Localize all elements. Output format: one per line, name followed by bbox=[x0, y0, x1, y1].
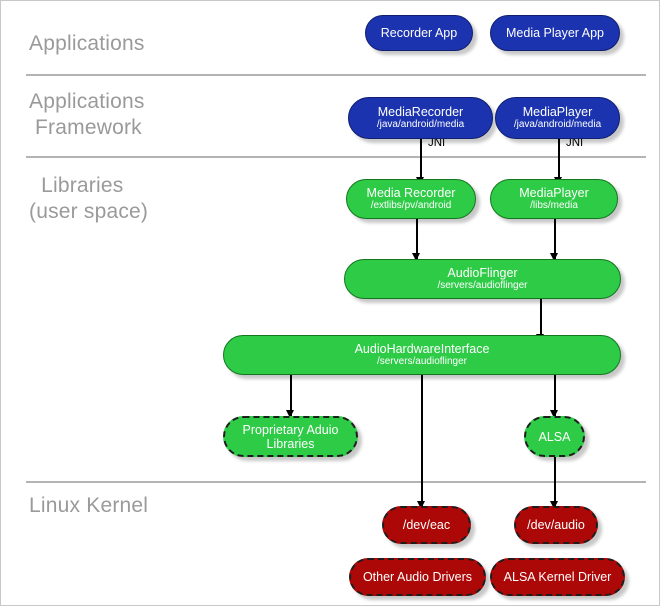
connector-label-jni-left: JNI bbox=[428, 137, 446, 149]
node-audioflinger-title: AudioFlinger bbox=[447, 266, 518, 280]
connector-ahi-dev-eac bbox=[421, 375, 423, 507]
node-mediaplayer-library[interactable]: MediaPlayer /libs/media bbox=[490, 179, 618, 219]
node-dev-eac-title: /dev/eac bbox=[402, 518, 451, 532]
layer-label-libraries: Libraries (user space) bbox=[29, 174, 149, 223]
node-media-recorder-library[interactable]: Media Recorder /extlibs/pv/android bbox=[346, 179, 476, 219]
node-media-recorder-library-title: Media Recorder bbox=[366, 186, 456, 200]
connector-mediarecorder-jni bbox=[420, 138, 422, 184]
arrowhead-alsa-dev-audio bbox=[550, 501, 558, 509]
node-mediaplayer-framework-path: /java/android/media bbox=[513, 119, 602, 130]
node-audiohardwareinterface-path: /servers/audioflinger bbox=[376, 356, 468, 367]
arrowhead-mediarecorder-audioflinger bbox=[412, 253, 420, 261]
connector-mediaplayer-audioflinger bbox=[554, 219, 556, 261]
node-proprietary-audio-libraries-line1: Proprietary Aduio bbox=[242, 422, 339, 437]
arrowhead-mediaplayer-audioflinger bbox=[550, 253, 558, 261]
connector-mediarecorder-audioflinger bbox=[416, 219, 418, 261]
connector-alsa-dev-audio bbox=[554, 457, 556, 507]
node-other-audio-drivers[interactable]: Other Audio Drivers bbox=[349, 558, 486, 596]
connector-audioflinger-audiohardwareinterface bbox=[540, 299, 542, 341]
node-recorder-app-title: Recorder App bbox=[380, 26, 458, 40]
divider-framework bbox=[26, 156, 646, 158]
layer-label-applications: Applications bbox=[29, 32, 145, 55]
node-mediaplayer-library-path: /libs/media bbox=[530, 200, 578, 211]
connector-ahi-alsa bbox=[554, 375, 556, 417]
node-media-recorder-library-path: /extlibs/pv/android bbox=[370, 200, 452, 211]
node-recorder-app[interactable]: Recorder App bbox=[365, 15, 473, 51]
layer-label-applications-framework: Applications Framework bbox=[29, 90, 145, 139]
arrowhead-ahi-alsa bbox=[550, 410, 558, 418]
node-dev-eac[interactable]: /dev/eac bbox=[382, 506, 471, 544]
connector-label-jni-right: JNI bbox=[566, 137, 584, 149]
arrowhead-ahi-proprietary bbox=[286, 410, 294, 418]
layer-label-linux-kernel: Linux Kernel bbox=[29, 494, 149, 517]
divider-kernel bbox=[26, 481, 646, 483]
node-audioflinger[interactable]: AudioFlinger /servers/audioflinger bbox=[344, 259, 621, 299]
node-proprietary-audio-libraries[interactable]: Proprietary Aduio Libraries bbox=[223, 416, 358, 457]
node-dev-audio[interactable]: /dev/audio bbox=[514, 506, 598, 544]
node-mediarecorder-framework-path: /java/android/media bbox=[376, 119, 465, 130]
node-mediaplayer-framework-title: MediaPlayer bbox=[522, 105, 593, 119]
divider-applications bbox=[26, 74, 646, 76]
node-mediarecorder-framework[interactable]: MediaRecorder /java/android/media bbox=[348, 97, 493, 139]
node-mediaplayer-framework[interactable]: MediaPlayer /java/android/media bbox=[495, 97, 620, 139]
connector-ahi-proprietary bbox=[290, 375, 292, 417]
node-audiohardwareinterface[interactable]: AudioHardwareInterface /servers/audiofli… bbox=[223, 335, 621, 375]
node-alsa-kernel-driver-title: ALSA Kernel Driver bbox=[503, 570, 612, 584]
node-media-player-app[interactable]: Media Player App bbox=[490, 15, 620, 51]
node-mediaplayer-library-title: MediaPlayer bbox=[519, 186, 589, 200]
node-proprietary-audio-libraries-line2: Libraries bbox=[266, 436, 315, 451]
node-mediarecorder-framework-title: MediaRecorder bbox=[377, 105, 464, 119]
node-other-audio-drivers-title: Other Audio Drivers bbox=[362, 570, 473, 584]
connector-mediaplayer-jni bbox=[558, 138, 560, 184]
node-audioflinger-path: /servers/audioflinger bbox=[437, 280, 528, 291]
node-alsa-kernel-driver[interactable]: ALSA Kernel Driver bbox=[490, 558, 625, 596]
arrowhead-ahi-dev-eac bbox=[417, 501, 425, 509]
node-dev-audio-title: /dev/audio bbox=[527, 518, 585, 532]
node-alsa[interactable]: ALSA bbox=[524, 416, 585, 457]
node-audiohardwareinterface-title: AudioHardwareInterface bbox=[354, 342, 490, 356]
node-media-player-app-title: Media Player App bbox=[506, 26, 604, 40]
node-alsa-title: ALSA bbox=[538, 429, 571, 444]
